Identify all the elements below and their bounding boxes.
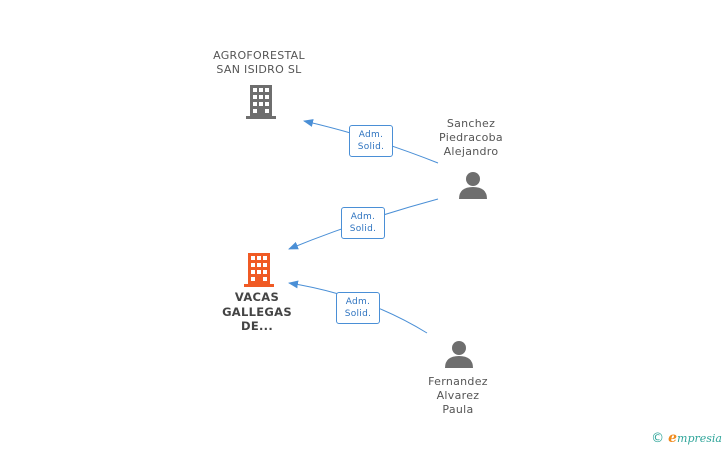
edge-label-sanchez-vacas: Adm. Solid. [341, 207, 385, 239]
edge-label-line: Adm. [345, 297, 371, 307]
label-line: Alvarez [436, 389, 480, 402]
label-line: GALLEGAS [222, 304, 292, 319]
person-icon [459, 172, 487, 199]
copyright-symbol: © [651, 431, 665, 446]
label-line: Piedracoba [439, 131, 503, 144]
label-line: VACAS [234, 290, 280, 304]
label-line: Paula [442, 403, 474, 416]
person-icon [445, 341, 473, 368]
brand-logo-text: mpresia [677, 432, 722, 445]
brand-logo-initial: e [668, 430, 678, 446]
company-label-vacas[interactable]: VACAS GALLEGAS DE... [212, 290, 302, 334]
edge-label-sanchez-agroforestal: Adm. Solid. [349, 125, 393, 157]
building-icon [246, 85, 276, 119]
label-line: SAN ISIDRO SL [216, 63, 302, 76]
edge-label-line: Adm. [350, 212, 376, 222]
label-line: AGROFORESTAL [213, 49, 305, 62]
label-line: DE... [240, 319, 273, 333]
company-label-agroforestal[interactable]: AGROFORESTAL SAN ISIDRO SL [200, 49, 318, 77]
label-line: Fernandez [428, 375, 488, 388]
edge-label-line: Solid. [349, 224, 377, 234]
label-line: Sanchez [446, 117, 496, 130]
building-icon [244, 253, 274, 287]
edge-label-fernandez-vacas: Adm. Solid. [336, 292, 380, 324]
brand-footer[interactable]: ©empresia [651, 430, 722, 446]
edge-label-line: Adm. [358, 130, 384, 140]
person-label-fernandez[interactable]: Fernandez Alvarez Paula [408, 375, 508, 417]
edge-label-line: Solid. [357, 142, 385, 152]
edge-label-line: Solid. [344, 309, 372, 319]
person-label-sanchez[interactable]: Sanchez Piedracoba Alejandro [420, 117, 522, 159]
label-line: Alejandro [443, 145, 499, 158]
